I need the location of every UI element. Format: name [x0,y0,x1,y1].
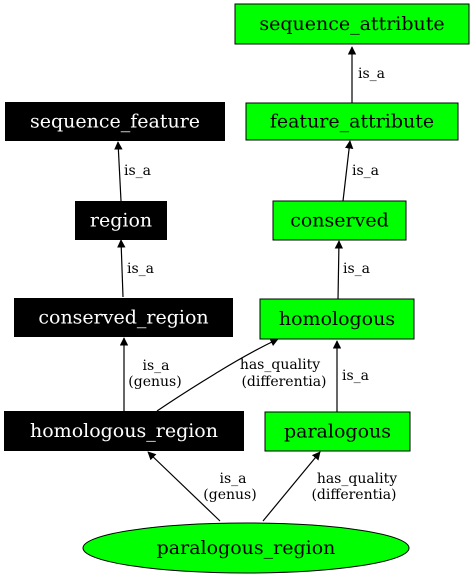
edge-label: is_a [124,163,151,179]
node-label: paralogous [284,421,391,443]
node-sequence-feature[interactable]: sequence_feature [5,102,225,141]
edge-label: is_a [342,368,369,384]
node-label: homologous [279,308,395,330]
edge-paralogous-region-is-a-homologous-region: is_a (genus) [147,451,257,522]
edge-label-qualifier: (differentia) [241,374,326,390]
node-label: conserved_region [38,307,208,329]
edge-homologous-region-is-a-conserved-region: is_a (genus) [119,337,182,411]
node-label: sequence_attribute [259,13,444,35]
node-homologous-region[interactable]: homologous_region [4,411,244,451]
node-label: paralogous_region [157,537,336,559]
edge-label: is_a [352,163,379,179]
edge-conserved-is-a-feature-attribute: is_a [342,140,379,202]
edge-homologous-region-has-quality-homologous: has_quality (differentia) [156,338,327,412]
node-feature-attribute[interactable]: feature_attribute [245,102,459,141]
edge-label: is_a [142,358,169,374]
node-sequence-attribute[interactable]: sequence_attribute [234,3,470,45]
node-paralogous[interactable]: paralogous [264,411,411,452]
edge-label: is_a [219,471,246,487]
node-homologous[interactable]: homologous [259,298,415,340]
edge-label-qualifier: (differentia) [311,487,396,503]
edge-conserved-region-is-a-region: is_a [117,239,154,298]
node-conserved-region[interactable]: conserved_region [14,298,233,337]
edge-paralogous-region-has-quality-paralogous: has_quality (differentia) [262,451,397,522]
node-region[interactable]: region [75,201,167,240]
edge-homologous-is-a-conserved: is_a [334,240,370,301]
quality-nodes: sequence_attribute feature_attribute con… [82,3,470,574]
edge-label: has_quality [317,471,397,487]
node-paralogous-region[interactable]: paralogous_region [82,522,410,574]
feature-nodes: sequence_feature region conserved_region… [4,102,244,451]
node-label: conserved [290,210,389,232]
edge-feature-attribute-is-a-sequence-attribute: is_a [347,46,385,104]
edge-label-qualifier: (genus) [128,374,181,390]
node-label: homologous_region [30,420,218,442]
node-label: feature_attribute [270,111,434,133]
node-conserved[interactable]: conserved [272,200,407,241]
node-label: region [90,210,152,232]
edge-label: is_a [127,261,154,277]
edges: is_a is_a is_a is_a is_a is_a [114,46,397,522]
edge-label-qualifier: (genus) [203,487,256,503]
edge-label: has_quality [240,357,320,373]
edge-paralogous-is-a-homologous: is_a [332,340,369,413]
node-label: sequence_feature [30,111,200,133]
edge-label: is_a [358,66,385,82]
edge-label: is_a [343,261,370,277]
edge-region-is-a-sequence-feature: is_a [114,141,151,202]
